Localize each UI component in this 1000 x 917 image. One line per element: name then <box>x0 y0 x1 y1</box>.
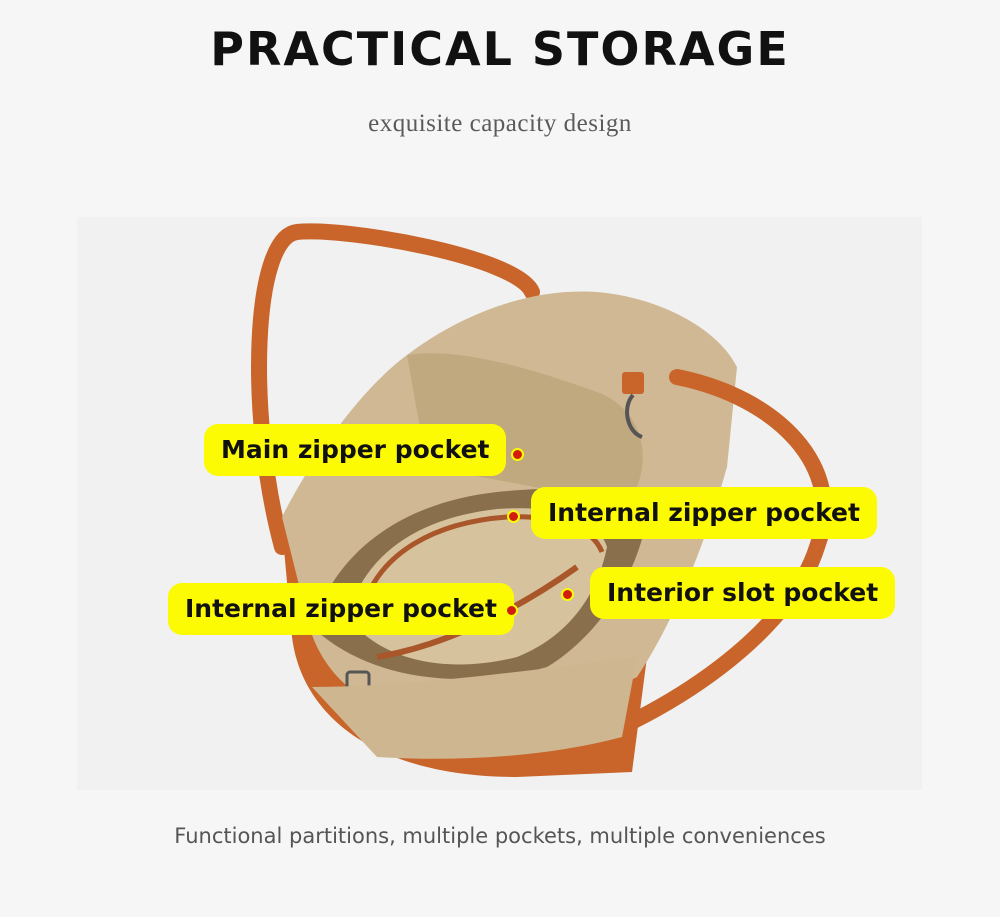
callout-internal-zipper-pocket-lower: Internal zipper pocket <box>168 583 514 635</box>
marker-interior-slot-pocket <box>561 588 574 601</box>
clasp-tab <box>622 372 644 394</box>
front-flap <box>312 657 637 759</box>
page-title: PRACTICAL STORAGE <box>210 22 790 76</box>
marker-internal-zipper-pocket-lower <box>505 604 518 617</box>
marker-main-zipper-pocket <box>511 448 524 461</box>
marker-internal-zipper-pocket-upper <box>507 510 520 523</box>
front-handle <box>524 369 832 770</box>
callout-interior-slot-pocket: Interior slot pocket <box>590 567 896 619</box>
bottom-caption: Functional partitions, multiple pockets,… <box>174 824 826 848</box>
clasp-hook <box>625 393 643 439</box>
callout-internal-zipper-pocket-upper: Internal zipper pocket <box>531 487 877 539</box>
back-handle <box>251 223 540 555</box>
page-subtitle: exquisite capacity design <box>368 110 632 137</box>
callout-main-zipper-pocket: Main zipper pocket <box>204 424 507 476</box>
